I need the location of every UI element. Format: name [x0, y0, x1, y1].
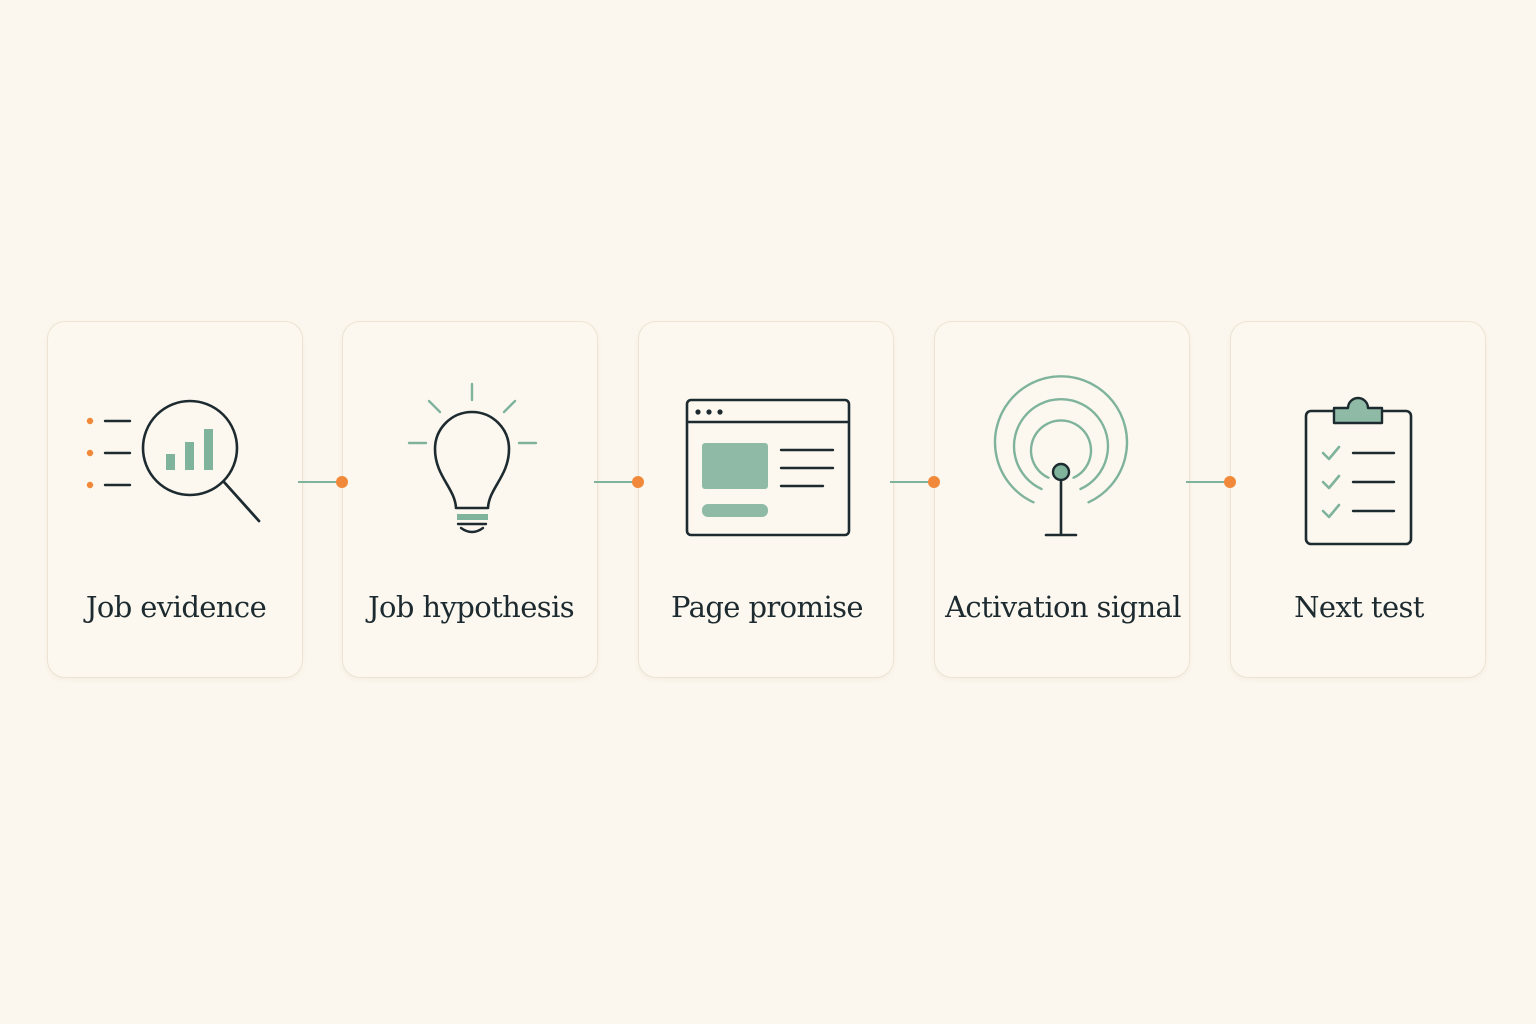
step-label: Job hypothesis: [367, 590, 575, 624]
step-label: Page promise: [671, 590, 864, 624]
step-card-job-evidence: Job evidence: [47, 321, 303, 678]
step-card-activation-signal: Activation signal: [934, 321, 1190, 678]
lightbulb-icon: [407, 382, 538, 534]
step-card-page-promise: Page promise: [638, 321, 894, 678]
step-label: Next test: [1294, 590, 1424, 624]
step-card-job-hypothesis: Job hypothesis: [342, 321, 598, 678]
connector-arrow-4: [1186, 476, 1236, 488]
clipboard-checklist-icon: [1304, 396, 1413, 546]
step-card-next-test: Next test: [1230, 321, 1486, 678]
magnifier-chart-icon: [86, 399, 261, 523]
browser-page-icon: [685, 398, 851, 537]
connector-arrow-3: [890, 476, 940, 488]
connector-arrow-1: [298, 476, 348, 488]
signal-antenna-icon: [993, 375, 1129, 537]
connector-arrow-2: [594, 476, 644, 488]
step-label: Activation signal: [945, 590, 1181, 624]
step-label: Job evidence: [85, 590, 267, 624]
